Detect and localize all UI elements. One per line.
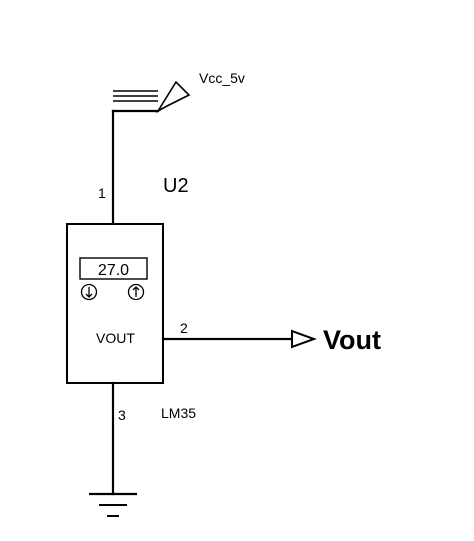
output-net-label: Vout bbox=[323, 325, 381, 355]
pin-2-number: 2 bbox=[180, 320, 188, 336]
temperature-value: 27.0 bbox=[98, 262, 129, 279]
decrease-temp-button[interactable] bbox=[80, 283, 98, 301]
power-symbol bbox=[111, 80, 191, 114]
ref-designator: U2 bbox=[163, 175, 189, 197]
ground-icon bbox=[89, 492, 137, 517]
pin-1-number: 1 bbox=[98, 185, 106, 201]
output-port-arrow-icon bbox=[291, 329, 317, 349]
power-arrow-icon bbox=[155, 80, 191, 114]
increase-temp-button[interactable] bbox=[127, 283, 145, 301]
arrow-down-icon bbox=[85, 287, 93, 298]
part-name-label: LM35 bbox=[161, 405, 196, 421]
pin-3-number: 3 bbox=[118, 407, 126, 423]
lm35-component-body[interactable] bbox=[66, 223, 164, 384]
power-net-label: Vcc_5v bbox=[199, 70, 245, 86]
arrow-up-icon bbox=[132, 286, 140, 297]
temperature-display bbox=[79, 257, 148, 280]
vout-pin-name: VOUT bbox=[96, 330, 135, 346]
